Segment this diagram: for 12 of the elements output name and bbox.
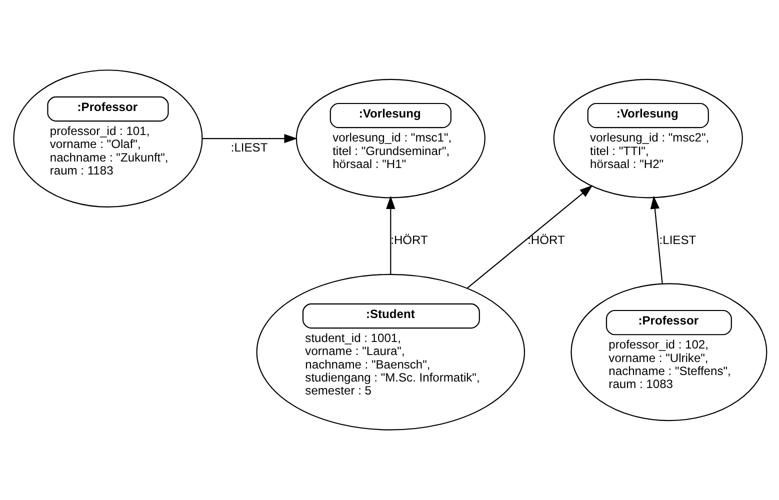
node-ellipse: :Student student_id : 1001, vorname : "Laura", nachname : "Baensch", studiengang : "M.Sc. Informatik", semester : 5 <box>256 274 525 430</box>
arrow <box>386 196 395 274</box>
arrow <box>650 196 662 284</box>
edge-label: :LIEST <box>658 232 696 247</box>
node-ellipse: :Professor professor_id : 102, vorname : "Ulrike", nachname : "Steffens", raum : 1083 <box>570 283 767 422</box>
arrow <box>202 134 297 144</box>
edge-label: :HÖRT <box>527 232 564 247</box>
node-ellipse: :Professor professor_id : 101, vorname : "Olaf", nachname : "Zukunft", raum : 1183 <box>12 70 202 208</box>
edge-label: :LIEST <box>230 140 268 154</box>
arrow <box>466 185 592 289</box>
node-ellipse: :Vorlesung vorlesung_id : "msc1", titel : "Grundseminar", hörsaal : "H1" <box>295 78 485 198</box>
edge-label: :HÖRT <box>390 232 428 247</box>
